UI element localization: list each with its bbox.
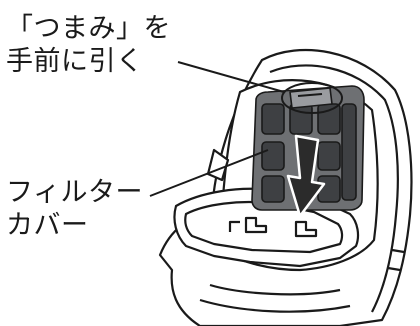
filter-cover-callout-line2: カバー [6,210,89,241]
filter-cover-callout-line1: フィルター [6,177,143,208]
knob-leader-line [177,61,285,93]
knob-callout-line2: 手前に引く [6,46,144,77]
knob-callout: 「つまみ」を 手前に引く [6,12,171,78]
filter-cover-leader-line [149,149,269,197]
filter-cover-callout: フィルター カバー [6,176,143,242]
down-arrow-icon [286,134,326,218]
ellipse-highlight-icon [281,82,343,114]
knob-callout-line1: 「つまみ」を [6,13,171,44]
